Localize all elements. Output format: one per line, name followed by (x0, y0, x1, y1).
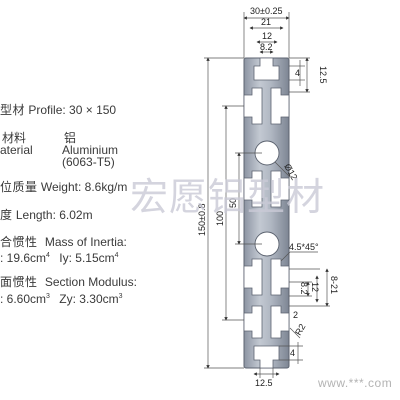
dim-slot-8-21: 8-21 (329, 276, 339, 294)
dim-radius-r2: R2 (293, 322, 307, 337)
material-label-cn: 材料 (2, 131, 27, 145)
dim-slot-12-5-top: 12.5 (318, 66, 328, 84)
dim-slot-12-5-bottom: 12.5 (255, 378, 273, 388)
weight-label-cn: 位质量 (0, 180, 38, 194)
modulus-spec: 面惯性 Section Modulus: (0, 275, 137, 289)
right-t-slot-1 (270, 87, 290, 125)
left-t-slot-3 (243, 258, 263, 296)
dim-slot-4: 4 (295, 68, 300, 78)
dimension-lines (204, 12, 330, 378)
modulus-zy-exp: 3 (118, 293, 123, 300)
material-label-en: aterial (0, 143, 33, 157)
inertia-iy-exp: 4 (114, 252, 119, 259)
left-t-slot-2 (243, 170, 263, 208)
dim-width-12: 12 (262, 31, 272, 41)
modulus-label-cn: 面惯性 (0, 275, 38, 289)
inertia-ix-exp: 4 (46, 252, 50, 259)
dim-slot-4-bottom: 4 (290, 348, 295, 358)
left-t-slot-4 (243, 305, 263, 339)
dim-slot-2: 2 (293, 310, 298, 320)
inertia-spec: 合惯性 Mass of Inertia: (0, 235, 127, 249)
profile-spec: 型材 Profile: 30 × 150 (0, 103, 116, 117)
inertia-label-cn: 合惯性 (0, 235, 38, 249)
inertia-values: : 19.6cm4 Iy: 5.15cm4 (0, 249, 119, 265)
profile-label-en: Profile: 30 × 150 (28, 103, 117, 117)
right-t-slot-4 (270, 305, 290, 339)
watermark-text: 宏愿铝型材 (130, 175, 325, 219)
dim-slot-8-2: 8.2 (299, 282, 309, 295)
profile-label-cn: 型材 (0, 103, 26, 117)
footer-url: www.***.com (318, 376, 393, 390)
inertia-iy: Iy: 5.15cm (59, 251, 115, 265)
top-t-slot (253, 57, 280, 81)
left-t-slot-1 (243, 87, 263, 125)
dim-width-21: 21 (261, 17, 271, 27)
modulus-zx-exp: 3 (46, 293, 50, 300)
length-label-cn: 度 (0, 208, 13, 222)
material-value-cn: 铝 (64, 131, 77, 145)
modulus-zy: Zy: 3.30cm (59, 292, 119, 306)
right-t-slot-3 (270, 258, 290, 296)
dim-width-total: 30±0.25 (250, 6, 282, 16)
right-t-slot-2 (270, 170, 290, 208)
inertia-label-en: Mass of Inertia: (44, 235, 127, 249)
dim-height-100: 100 (215, 211, 225, 226)
length-value: Length: 6.02m (15, 208, 93, 222)
material-value: Aluminium (62, 143, 119, 157)
length-spec: 度 Length: 6.02m (0, 208, 93, 222)
dim-height-50: 50 (228, 198, 238, 208)
material-grade: (6063-T5) (62, 155, 115, 169)
modulus-zx: : 6.60cm (0, 292, 47, 306)
modulus-label-en: Section Modulus: (44, 275, 137, 289)
dim-chamfer: 4.5*45° (289, 242, 319, 252)
weight-value: Weight: 8.6kg/m (40, 180, 128, 194)
inertia-ix: : 19.6cm (0, 251, 47, 265)
dim-width-8-2: 8.2 (260, 42, 273, 52)
aluminium-profile (243, 57, 290, 369)
dim-height-total: 150±0.8 (197, 204, 207, 236)
weight-spec: 位质量 Weight: 8.6kg/m (0, 180, 127, 194)
modulus-values: : 6.60cm3 Zy: 3.30cm3 (0, 290, 123, 306)
dim-slot-12: 12 (310, 282, 320, 292)
